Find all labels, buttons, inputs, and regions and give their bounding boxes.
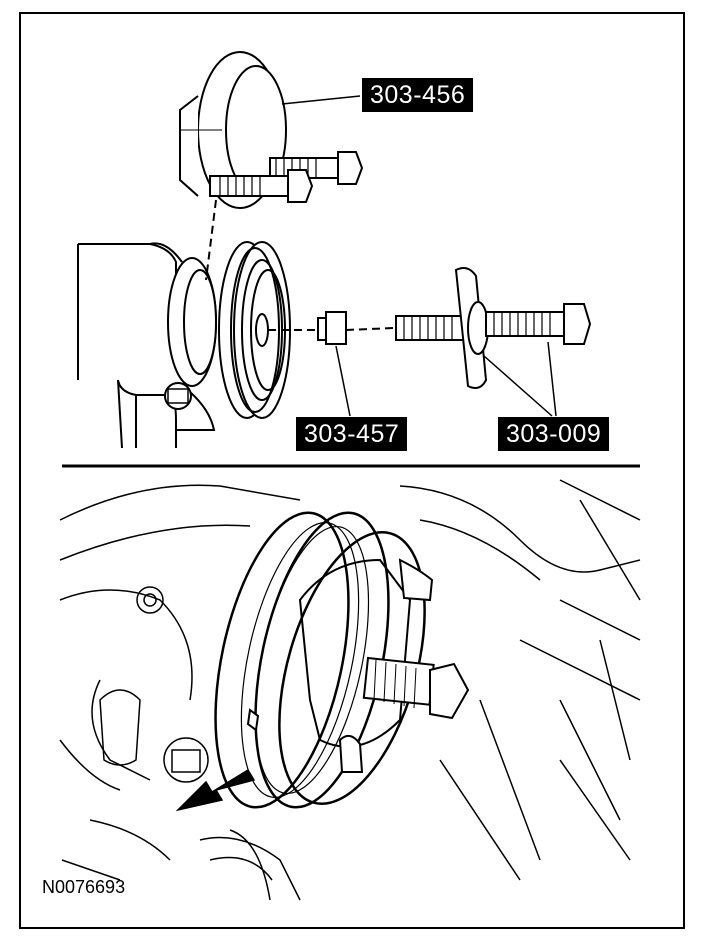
installed-pulley [214,511,426,809]
crank-bolt-top [164,382,192,410]
puller-plate [179,51,287,209]
puller-bolts [209,151,364,203]
bottom-panel-installed-view [59,479,641,901]
crank-pulley [218,241,291,419]
callout-303-456: 303-456 [362,78,474,112]
forcing-screw-303-009 [395,267,592,389]
small-plug [136,586,164,614]
engine-block-outline [77,243,177,449]
crank-bolt-bottom [163,737,209,783]
figure-frame [19,12,685,929]
figure-id-label: N0076693 [42,877,126,897]
callout-303-457: 303-457 [296,417,408,451]
pulley-grooves [240,522,370,798]
engine-contour-lines [59,484,301,881]
direction-arrow [175,768,256,812]
adapter-303-457 [317,311,347,345]
installed-puller [246,558,470,773]
callout-303-009: 303-009 [498,417,610,451]
top-panel-exploded-view [77,51,592,449]
